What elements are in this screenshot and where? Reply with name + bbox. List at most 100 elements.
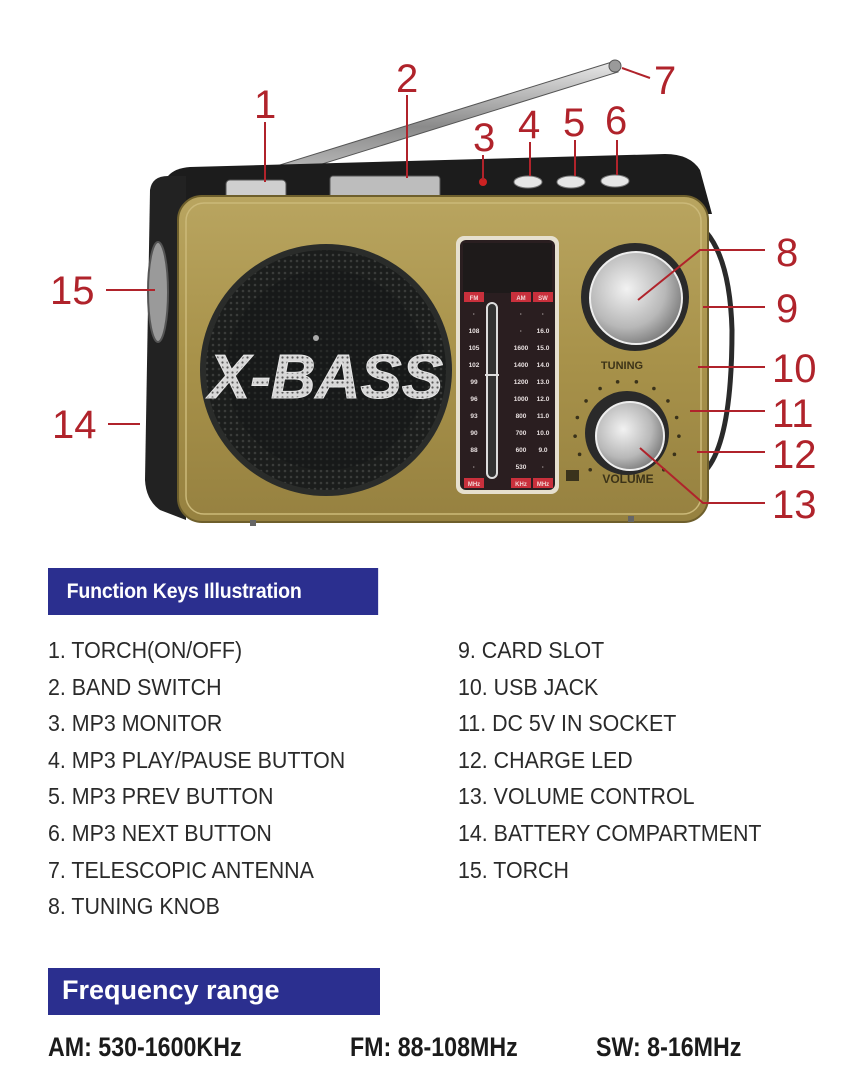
band-switch[interactable] [329,175,441,199]
brand-logo: X-BASS [206,343,443,412]
dial-scale-mark: 1400 [514,362,529,369]
volume-label: VOLUME [602,472,653,486]
dial-scale-mark: 530 [516,464,527,471]
function-key-item: 5. MP3 PREV BUTTON [48,783,274,810]
band-label-bottom: MHz [537,482,549,488]
dial-scale-mark: 1600 [514,345,529,352]
frequency-range-header: Frequency range [48,968,380,1015]
band-label-top-badge [533,292,553,302]
callout-7: 7 [654,59,676,103]
volume-scale-dot [577,452,582,457]
dial-scale-mark: 800 [516,413,527,420]
mp3-monitor-led [479,178,487,186]
dial-scale-mark: 102 [469,362,480,369]
am-frequency: AM: 530-1600KHz [48,1032,242,1062]
tuning-knob[interactable] [581,243,689,351]
callout-3: 3 [473,116,495,160]
function-key-item: 12. CHARGE LED [458,746,633,773]
band-label-bottom: MHz [468,482,480,488]
dial-scale-mark: 16.0 [537,328,550,335]
function-key-item: 8. TUNING KNOB [48,893,220,920]
dial-scale-mark: 96 [470,396,478,403]
callout-12: 12 [772,433,817,477]
callout-2: 2 [396,57,418,101]
tuning-label: TUNING [601,360,643,372]
dial-scale-mark: 99 [470,379,478,386]
callout-1: 1 [254,83,276,127]
volume-scale-dot [598,386,602,391]
next-button[interactable] [600,174,630,188]
torch-lens [147,241,169,343]
dial-scale-mark: 10.0 [537,430,550,437]
band-label-bottom-badge [511,478,531,488]
volume-scale-dots [573,380,681,472]
callout-8: 8 [776,231,798,275]
band-label-bottom-badge [464,478,484,488]
callout-13: 13 [772,483,817,527]
callout-10: 10 [772,347,817,391]
dial-scale-mark: 93 [470,413,478,420]
callout-11: 11 [772,392,814,436]
volume-scale-dot [588,467,593,472]
function-key-item: 15. TORCH [458,856,569,883]
callout-9: 9 [776,287,798,331]
band-label-top: SW [538,296,548,302]
dial-scale-mark: 108 [469,328,480,335]
dial-scale-mark: · [520,311,522,318]
dial-scale-mark: 9.0 [538,447,547,454]
dial-scale-mark: 15.0 [537,345,550,352]
function-key-item: 11. DC 5V IN SOCKET [458,710,677,737]
volume-scale-dot [584,399,588,403]
dial-scale-mark: 90 [470,430,478,437]
band-label-bottom-badge [533,478,553,488]
volume-scale-dot [615,380,620,384]
function-keys-header: Function Keys Illustration [48,568,379,615]
function-key-item: 3. MP3 MONITOR [48,710,223,737]
dial-scale-mark: · [542,311,544,318]
function-key-item: 13. VOLUME CONTROL [458,783,695,810]
dial-scale-mark: 700 [516,430,527,437]
volume-scale-dot [575,415,580,420]
callout-lines [106,67,765,504]
dial-scale-mark: · [520,328,522,335]
function-keys-list-right: 9. CARD SLOT 10. USB JACK 11. DC 5V IN S… [458,632,784,888]
function-key-item: 4. MP3 PLAY/PAUSE BUTTON [48,746,346,773]
function-key-item: 10. USB JACK [458,673,599,700]
dial-scale-mark: 1200 [514,379,529,386]
band-label-top-badge [511,292,531,302]
dial-scale-mark: · [473,311,475,318]
callout-14: 14 [52,403,97,447]
speaker-grill: X-BASS [200,244,452,496]
dial-scale-mark: 1000 [514,396,529,403]
dial-scale-mark: 14.0 [537,362,550,369]
volume-scale-dot [652,386,656,391]
callout-4: 4 [518,103,540,147]
function-key-item: 14. BATTERY COMPARTMENT [458,819,762,846]
play-pause-button[interactable] [513,175,543,189]
band-label-bottom: KHz [515,482,527,488]
function-key-item: 1. TORCH(ON/OFF) [48,637,243,663]
volume-scale-dot [634,380,639,384]
fm-frequency: FM: 88-108MHz [350,1032,518,1062]
prev-button[interactable] [556,175,586,189]
volume-scale-dot [666,399,670,403]
charge-led-indicator [566,470,579,481]
dial-scale-mark: 600 [516,447,527,454]
function-key-item: 9. CARD SLOT [458,637,605,663]
dial-scale-mark: · [473,464,475,471]
volume-scale-dot [674,415,679,420]
function-key-item: 2. BAND SWITCH [48,673,222,700]
carry-strap [704,230,735,472]
band-label-top: FM [470,296,479,302]
band-label-top: AM [516,296,525,302]
dial-scale-mark: · [542,464,544,471]
dial-scale-mark: 88 [470,447,478,454]
volume-scale-dot [677,434,681,438]
dial-scale-mark: 105 [469,345,480,352]
callout-5: 5 [563,101,585,145]
sw-frequency: SW: 8-16MHz [596,1032,742,1062]
volume-scale-dot [672,452,677,457]
dial-scale-mark: 13.0 [537,379,550,386]
callout-15: 15 [50,269,95,313]
